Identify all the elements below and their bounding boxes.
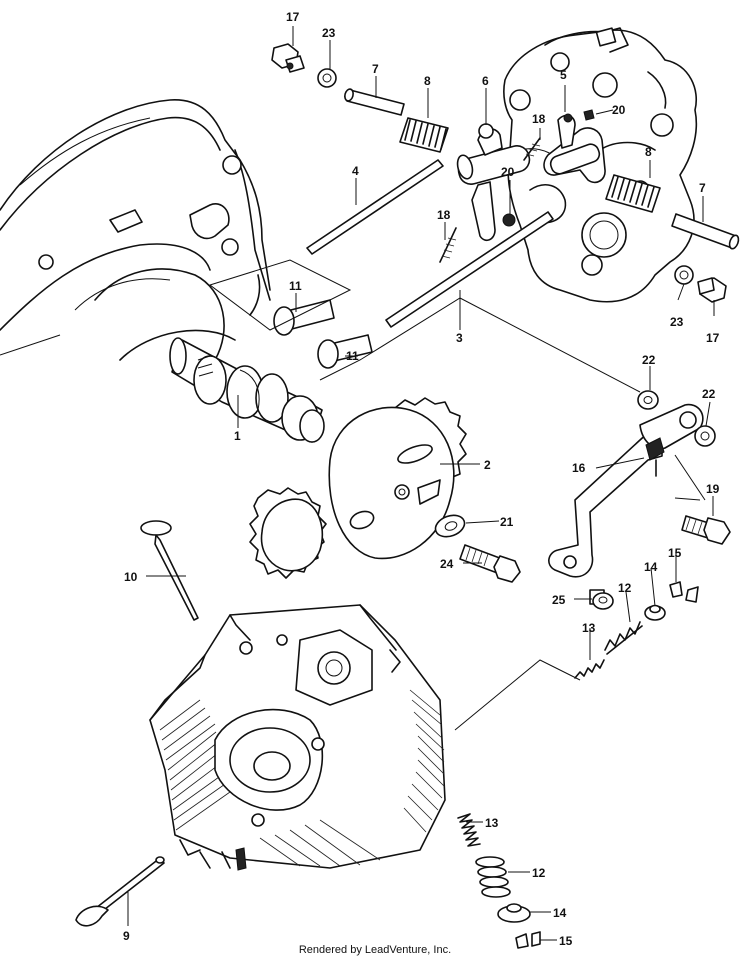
rocker-arm-right — [543, 113, 606, 184]
callout-19: 19 — [706, 482, 720, 496]
callout-18-upper: 18 — [532, 112, 546, 126]
valve-spring-lower — [605, 174, 661, 213]
callout-21: 21 — [500, 515, 514, 529]
washer-23-right — [674, 265, 694, 285]
keepers-15-lower — [515, 931, 541, 949]
lever-arm — [548, 403, 704, 578]
tappet-upper — [273, 299, 335, 336]
camshaft — [169, 337, 325, 443]
bolt-17-right — [697, 277, 727, 303]
callout-8-upper: 8 — [424, 74, 431, 88]
callout-1: 1 — [234, 429, 241, 443]
spring-12-lower — [475, 856, 511, 898]
callout-15-upper: 15 — [668, 546, 682, 560]
callout-7-lower: 7 — [699, 181, 706, 195]
callout-11-upper: 11 — [289, 279, 302, 293]
callout-13-lower: 13 — [485, 816, 499, 830]
callout-15-lower: 15 — [559, 934, 573, 948]
screw-25 — [589, 589, 614, 610]
bolt-17-upper — [271, 43, 305, 73]
cylinder-block — [149, 604, 446, 871]
retainer-14-lower — [497, 903, 531, 923]
reference-lines — [208, 259, 706, 731]
bolt-24 — [459, 544, 521, 583]
callout-10: 10 — [124, 570, 138, 584]
cam-gear — [328, 397, 467, 560]
valve-spring-upper — [399, 117, 449, 153]
callout-14-lower: 14 — [553, 906, 567, 920]
callout-12-lower: 12 — [532, 866, 546, 880]
callout-3: 3 — [456, 331, 463, 345]
valve-9 — [75, 856, 165, 927]
callout-20-upper: 20 — [612, 103, 626, 117]
washer-22-right — [694, 425, 716, 447]
washer-22-left — [637, 390, 659, 410]
callout-9: 9 — [123, 929, 130, 943]
callout-17-upper: 17 — [286, 10, 300, 24]
bolt-19 — [681, 515, 731, 545]
washer-23-upper — [317, 68, 337, 88]
footer-credit: Rendered by LeadVenture, Inc. — [298, 944, 452, 956]
callout-6: 6 — [482, 74, 489, 88]
callout-13-upper: 13 — [582, 621, 596, 635]
callout-17-right: 17 — [706, 331, 720, 345]
callout-18-lower: 18 — [437, 208, 451, 222]
push-rod-lower — [385, 211, 554, 328]
callout-14-upper: 14 — [644, 560, 658, 574]
push-rod-upper — [306, 159, 444, 255]
callout-24: 24 — [440, 557, 454, 571]
rocker-shaft-upper — [344, 88, 405, 116]
washer-21 — [434, 514, 466, 538]
rocker-shaft-lower — [671, 213, 740, 250]
keepers-15-upper — [669, 581, 699, 603]
retainer-14-upper — [644, 604, 666, 621]
callout-25: 25 — [552, 593, 566, 607]
callout-leaders — [127, 26, 715, 941]
callout-16: 16 — [572, 461, 586, 475]
rocker-arm-left — [456, 123, 531, 242]
callout-22-left: 22 — [642, 353, 656, 367]
spring-12-upper — [604, 621, 643, 655]
callout-7-upper: 7 — [372, 62, 379, 76]
spring-13-lower — [457, 813, 481, 847]
callout-23-right: 23 — [670, 315, 684, 329]
spring-13-upper — [574, 659, 605, 679]
pin-18-right — [523, 137, 541, 161]
callout-11-lower: 11 — [346, 349, 359, 363]
callout-5: 5 — [560, 68, 567, 82]
pin-18-left — [439, 227, 457, 263]
valve-10 — [140, 520, 199, 621]
callout-12-upper: 12 — [618, 581, 632, 595]
small-gear — [249, 487, 327, 579]
callout-4: 4 — [352, 164, 359, 178]
crankcase-outline — [0, 99, 271, 361]
callout-8-lower: 8 — [645, 145, 652, 159]
callout-20-lower: 20 — [501, 165, 515, 179]
callout-23-upper: 23 — [322, 26, 336, 40]
part-20-upper — [583, 109, 595, 121]
tappet-lower — [317, 334, 373, 369]
callout-labels: 17 23 7 8 6 5 20 18 8 7 4 18 20 3 11 11 … — [123, 10, 720, 948]
callout-2: 2 — [484, 458, 491, 472]
callout-22-right: 22 — [702, 387, 716, 401]
